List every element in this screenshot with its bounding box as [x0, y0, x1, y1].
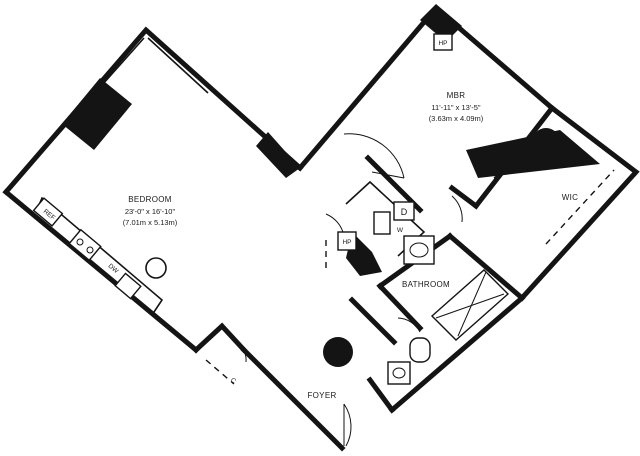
burner-2	[86, 246, 94, 254]
powder-sink	[387, 361, 411, 385]
closet-c-door-swing	[237, 343, 247, 363]
bath-right-wall	[446, 232, 526, 302]
wic-name: WIC	[562, 193, 578, 202]
mbr-window-line	[305, 27, 421, 162]
bedroom-column	[62, 78, 132, 150]
mbr-door-leaf	[371, 171, 405, 179]
mbr-door-swing	[343, 133, 405, 179]
powder-basin	[392, 367, 406, 379]
foyer-round-column	[323, 337, 353, 367]
powder-upper-wall	[348, 296, 398, 346]
shower-diag-1	[435, 293, 505, 319]
bedroom-dims-metric: (7.01m x 5.13m)	[123, 218, 178, 227]
bedroom-corner-mass	[256, 132, 300, 178]
w-tag: W	[397, 227, 404, 234]
bath-fixtures	[387, 235, 510, 385]
bedroom-dims-imperial: 23'-0" x 16'-10"	[125, 207, 176, 216]
hp-mbr-tag: HP	[438, 40, 447, 47]
exterior-walls	[2, 4, 640, 452]
dashed-overhead-lines	[205, 151, 615, 385]
mbr-wic-wall	[472, 104, 556, 210]
wic-upper-shelf	[466, 130, 600, 178]
closet-c-wall	[192, 322, 248, 354]
bath-basin	[409, 242, 429, 258]
bath-vanity	[403, 235, 435, 265]
foyer-name: FOYER	[307, 391, 336, 400]
kitchenette	[32, 196, 167, 313]
powder-door-swing	[397, 317, 421, 333]
wic-rod-lower	[545, 169, 615, 245]
kitchen-sink	[114, 272, 142, 300]
mbr-corner-column	[420, 4, 462, 42]
bathroom-name: BATHROOM	[402, 280, 450, 289]
wic-outer-wall	[518, 104, 640, 302]
laundry-closet	[337, 33, 453, 257]
refrigerator	[32, 197, 64, 227]
bath-outer-wall	[388, 294, 526, 414]
dw-tag: DW	[107, 263, 120, 276]
bedroom-name: BEDROOM	[128, 195, 171, 204]
dryer	[393, 201, 415, 221]
mbr-name: MBR	[447, 91, 466, 100]
hp-mbr-box	[433, 33, 453, 51]
bedroom-bottom-wall	[2, 188, 200, 354]
wic-rod-upper	[493, 151, 531, 179]
foyer-bottom-wall	[240, 346, 346, 452]
d-tag: D	[401, 207, 408, 217]
window-line-top	[147, 37, 209, 94]
round-table	[145, 257, 167, 279]
powder-toilet	[409, 337, 431, 363]
mbr-dims-metric: (3.63m x 4.09m)	[429, 114, 484, 123]
mbr-bath-wall	[448, 184, 480, 210]
entry-door-swing	[343, 403, 352, 447]
hp-closet-box	[337, 231, 357, 251]
powder-lower-wall	[366, 376, 396, 414]
room-labels: BEDROOM 23'-0" x 16'-10" (7.01m x 5.13m)…	[123, 91, 578, 400]
closet-shelf	[373, 211, 391, 235]
structural-columns	[62, 4, 600, 367]
bath-door-swing	[451, 195, 463, 223]
burner-1	[76, 238, 84, 246]
shower-diag-2	[457, 271, 487, 337]
door-swings	[237, 133, 463, 447]
cooktop	[68, 228, 102, 262]
shower-stall	[430, 269, 510, 341]
bedroom-outer-wall	[2, 26, 304, 196]
hp-closet-tag: HP	[342, 239, 351, 246]
mbr-dims-imperial: 11'-11" x 13'-5"	[431, 103, 481, 112]
bath-left-wall	[376, 282, 424, 332]
closet-c-tag: C	[229, 377, 237, 386]
